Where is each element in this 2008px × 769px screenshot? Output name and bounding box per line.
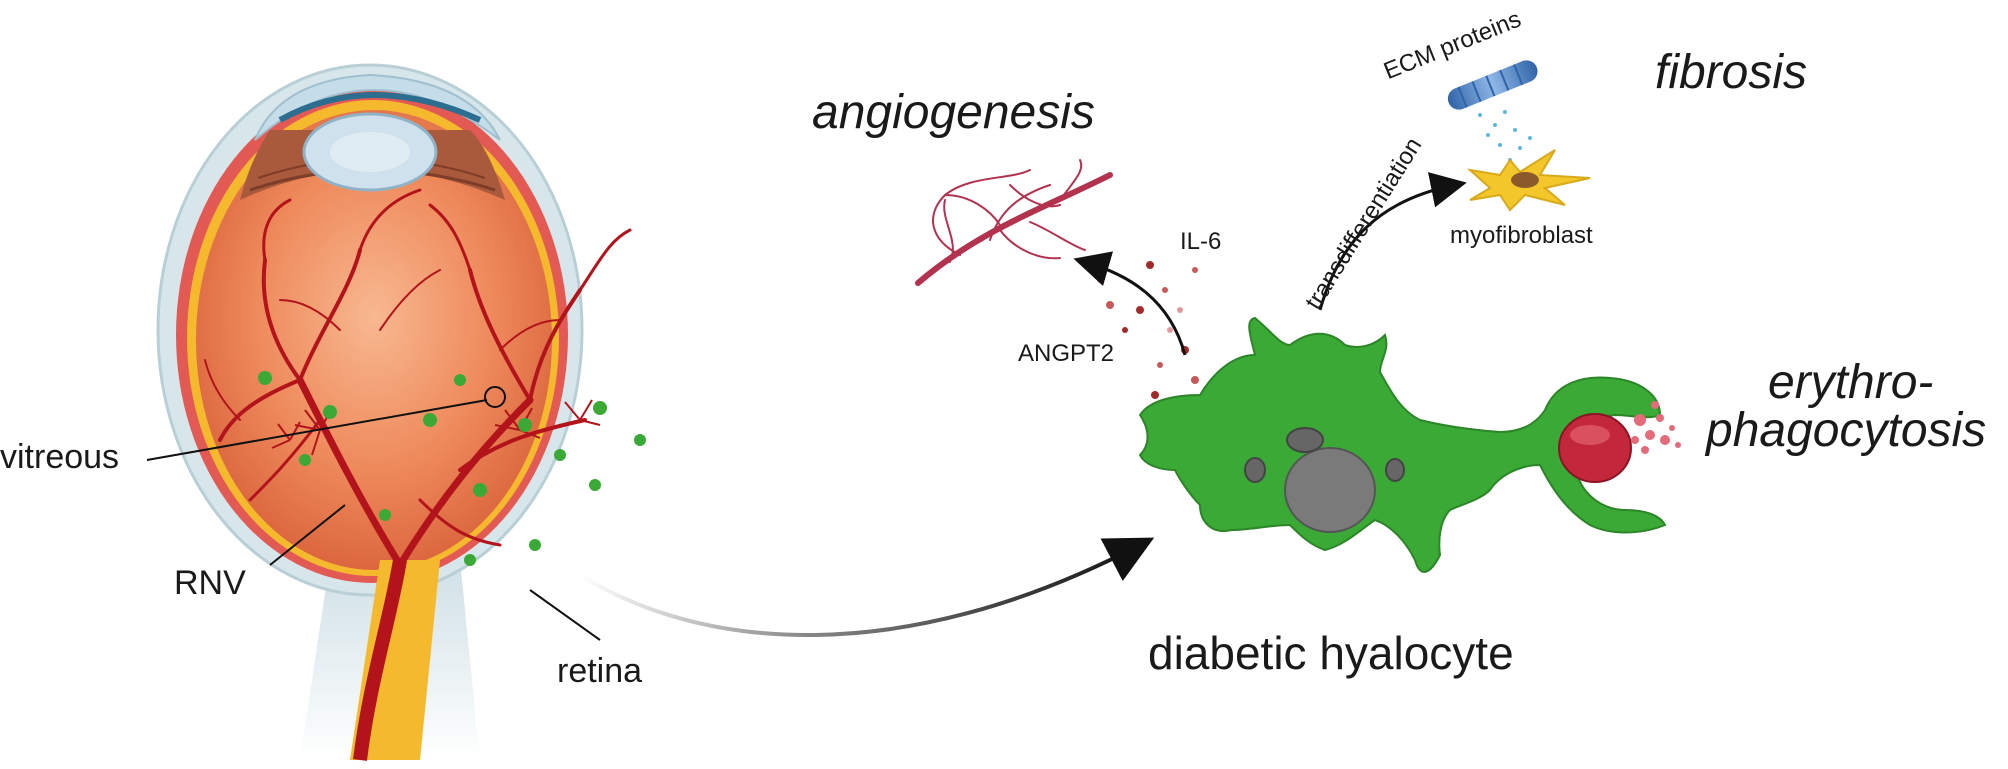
label-myofibroblast: myofibroblast [1450,222,1593,249]
label-angpt2: ANGPT2 [1018,340,1115,367]
red-blood-cell-icon [1558,401,1681,483]
label-angiogenesis: angiogenesis [812,86,1095,139]
cytokine-particles [1097,261,1208,399]
transdifferentiation-arrow [1318,172,1467,311]
rnv-leader [269,504,346,566]
eye-to-hyalocyte-arrow [578,537,1155,638]
ecm-proteins-icon [1447,60,1538,162]
vitreous-marker [484,386,506,408]
angiogenesis-arrow [1073,251,1187,356]
retina-leader [529,589,601,641]
label-vitreous: vitreous [0,438,120,476]
label-retina: retina [557,652,643,690]
central-retinal-vessel [353,558,407,761]
label-diabetic-hyalocyte: diabetic hyalocyte [1148,627,1514,679]
vitreous-hyalocytes [258,371,646,566]
label-phagocytosis: phagocytosis [1706,404,1987,457]
vitreous-leader [146,399,488,461]
cornea [254,73,501,141]
label-il6: IL-6 [1180,228,1222,255]
label-fibrosis: fibrosis [1655,46,1808,99]
label-erythro: erythro- [1768,356,1934,409]
diabetic-hyalocyte-cell [1138,316,1667,573]
eye-illustration [146,63,646,761]
angiogenesis-vessels-icon [915,159,1113,286]
myofibroblast-icon [1466,149,1591,212]
hyalocyte-nucleus [1284,447,1376,533]
label-rnv: RNV [174,564,246,602]
vitreous-body [196,110,552,570]
